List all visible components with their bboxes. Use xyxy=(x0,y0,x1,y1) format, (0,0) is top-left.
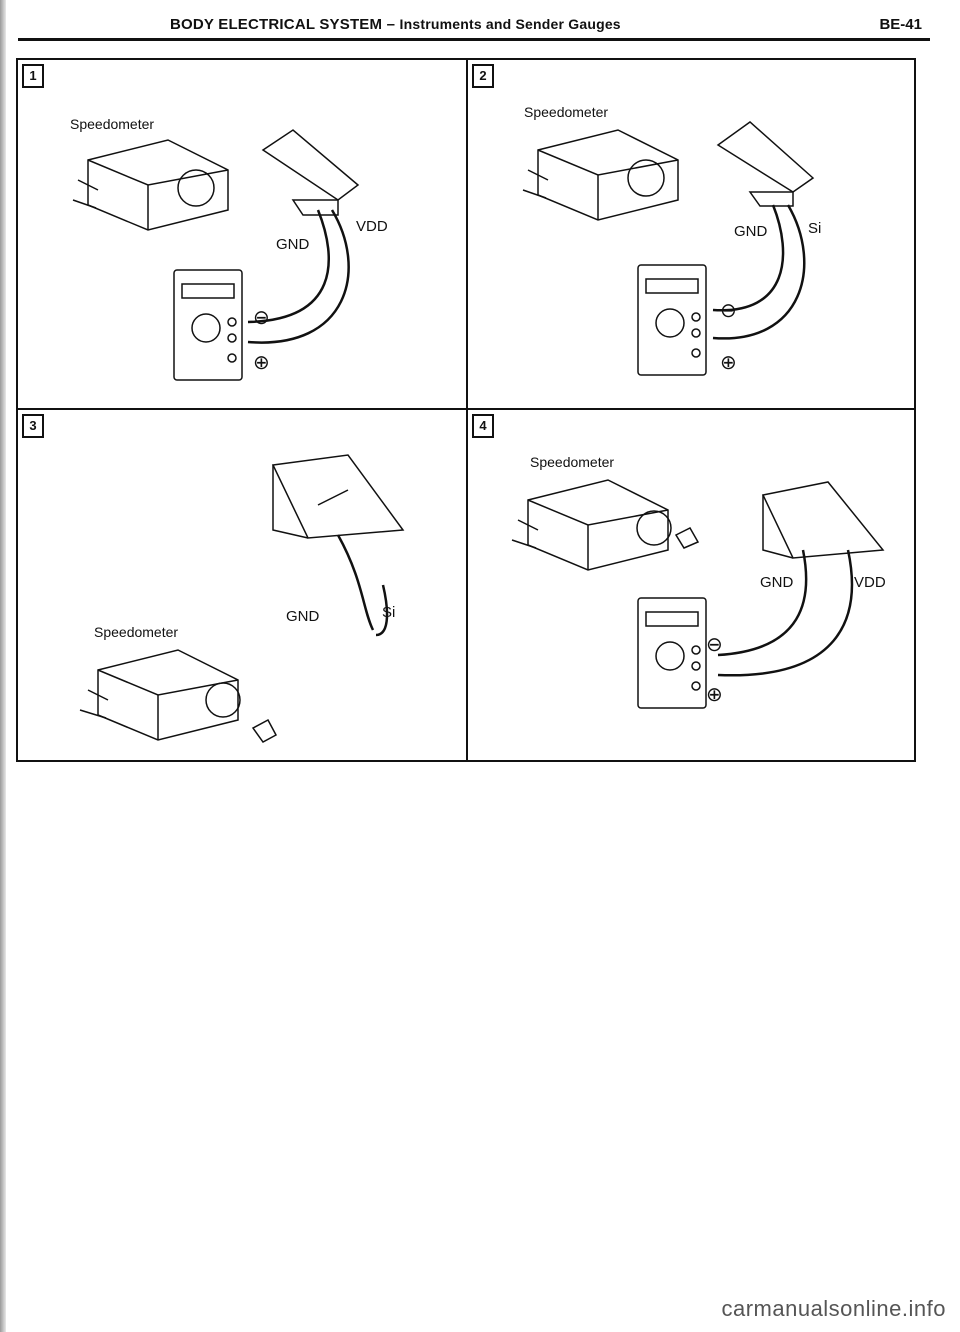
scan-edge xyxy=(0,0,6,1332)
gnd-label: GND xyxy=(276,236,310,253)
figure-grid: 1 Speedometer GND VDD ⊖ ⊕ xyxy=(16,58,916,762)
minus-terminal-icon: ⊖ xyxy=(253,307,270,329)
minus-terminal-icon: ⊖ xyxy=(706,634,723,656)
step-number: 1 xyxy=(22,64,44,88)
speedometer-continuity-drawing xyxy=(72,129,360,381)
plus-terminal-icon: ⊕ xyxy=(720,352,737,374)
watermark: carmanualsonline.info xyxy=(721,1296,946,1321)
step-number: 2 xyxy=(472,64,494,88)
terminal-label: VDD xyxy=(854,574,886,591)
step-number: 4 xyxy=(472,414,494,438)
terminal-label: Si xyxy=(382,604,396,621)
speedometer-label: Speedometer xyxy=(70,116,155,132)
gnd-label: GND xyxy=(760,574,794,591)
panel-1: 1 Speedometer GND VDD ⊖ ⊕ xyxy=(18,60,468,410)
header-section: BODY ELECTRICAL SYSTEM xyxy=(170,16,383,33)
header-rule xyxy=(18,38,930,41)
page-header: BODY ELECTRICAL SYSTEM – Instruments and… xyxy=(170,14,930,40)
terminal-label: VDD xyxy=(356,218,388,235)
step-number: 3 xyxy=(22,414,44,438)
speedometer-label: Speedometer xyxy=(524,104,609,120)
panel-4: 4 Speedometer GND VDD ⊖ ⊕ xyxy=(468,410,914,760)
gnd-label: GND xyxy=(286,608,320,625)
panel-2: 2 Speedometer GND Si ⊖ ⊕ xyxy=(468,60,914,410)
panel-3: 3 Speedometer GND Si xyxy=(18,410,468,760)
speedometer-continuity-drawing xyxy=(522,121,815,376)
page-number: BE-41 xyxy=(879,16,922,33)
speedometer-continuity-drawing xyxy=(511,479,885,709)
plus-terminal-icon: ⊕ xyxy=(706,684,723,706)
speedometer-label: Speedometer xyxy=(530,454,615,470)
terminal-label: Si xyxy=(808,220,822,237)
gnd-label: GND xyxy=(734,223,768,240)
header-title: BODY ELECTRICAL SYSTEM – Instruments and… xyxy=(170,16,621,33)
speedometer-label: Speedometer xyxy=(94,624,179,640)
plus-terminal-icon: ⊕ xyxy=(253,352,270,374)
header-subtitle: Instruments and Sender Gauges xyxy=(399,16,621,32)
header-separator: – xyxy=(386,16,396,33)
speedometer-jumper-drawing xyxy=(79,454,405,743)
